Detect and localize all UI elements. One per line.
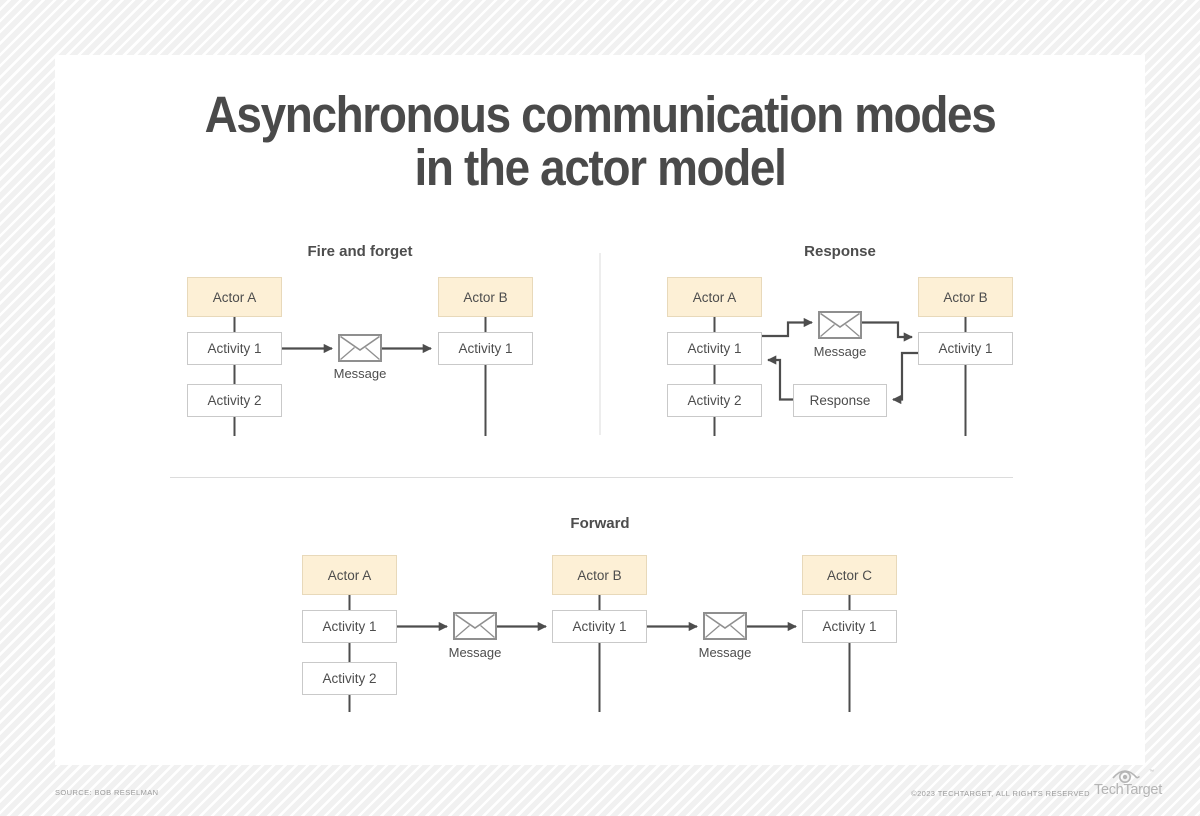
response-message-envelope-icon xyxy=(819,312,861,338)
horizontal-divider xyxy=(170,477,1013,478)
response-actor-a-activity-2-box: Activity 2 xyxy=(667,384,762,417)
response-message-label: Message xyxy=(813,344,867,359)
forward-lines xyxy=(348,595,851,712)
techtarget-trademark: ™ xyxy=(1149,769,1154,775)
forward-actor-b-activity-1-box: Activity 1 xyxy=(552,610,647,643)
forward-actor-a-activity-1-box: Activity 1 xyxy=(302,610,397,643)
fire-and-forget-title: Fire and forget xyxy=(307,243,413,260)
page-title: Asynchronous communication modes in the … xyxy=(110,88,1091,194)
response-title: Response xyxy=(804,243,876,260)
forward-actor-b-box: Actor B xyxy=(552,555,647,595)
fire-actor-a-box: Actor A xyxy=(187,277,282,317)
response-actor-b-box: Actor B xyxy=(918,277,1013,317)
response-lines xyxy=(713,317,967,436)
forward-actor-a-box: Actor A xyxy=(302,555,397,595)
techtarget-eye-icon xyxy=(1112,770,1140,783)
response-arrow-b-to-response xyxy=(892,351,918,405)
fire-message-envelope-icon xyxy=(339,335,381,361)
forward-message1-label: Message xyxy=(448,645,502,660)
response-arrow-message-to-b xyxy=(862,321,913,342)
response-response-box: Response xyxy=(793,384,887,417)
techtarget-logo-text: TechTarget xyxy=(1094,782,1162,798)
forward-message1-envelope-icon xyxy=(454,613,496,639)
page-title-line1: Asynchronous communication modes xyxy=(204,86,997,143)
forward-message2-label: Message xyxy=(698,645,752,660)
forward-actor-a-activity-2-box: Activity 2 xyxy=(302,662,397,695)
response-arrow-a-to-message xyxy=(762,317,813,338)
page-title-line2: in the actor model xyxy=(414,139,786,197)
footer-source-credit: SOURCE: BOB RESELMAN xyxy=(55,788,159,797)
forward-message2-envelope-icon xyxy=(704,613,746,639)
techtarget-logo: TechTarget ™ xyxy=(1094,767,1162,798)
response-actor-b-activity-1-box: Activity 1 xyxy=(918,332,1013,365)
fire-actor-a-activity-2-box: Activity 2 xyxy=(187,384,282,417)
fire-and-forget-lines xyxy=(233,317,487,436)
response-actor-a-box: Actor A xyxy=(667,277,762,317)
forward-title: Forward xyxy=(570,515,630,532)
response-actor-a-activity-1-box: Activity 1 xyxy=(667,332,762,365)
vertical-divider xyxy=(599,253,601,435)
fire-message-label: Message xyxy=(333,366,387,381)
forward-actor-c-box: Actor C xyxy=(802,555,897,595)
fire-actor-b-box: Actor B xyxy=(438,277,533,317)
fire-actor-a-activity-1-box: Activity 1 xyxy=(187,332,282,365)
fire-actor-b-activity-1-box: Activity 1 xyxy=(438,332,533,365)
response-arrow-response-to-a xyxy=(767,355,793,401)
forward-actor-c-activity-1-box: Activity 1 xyxy=(802,610,897,643)
footer-copyright: ©2023 TECHTARGET, ALL RIGHTS RESERVED xyxy=(911,789,1090,798)
